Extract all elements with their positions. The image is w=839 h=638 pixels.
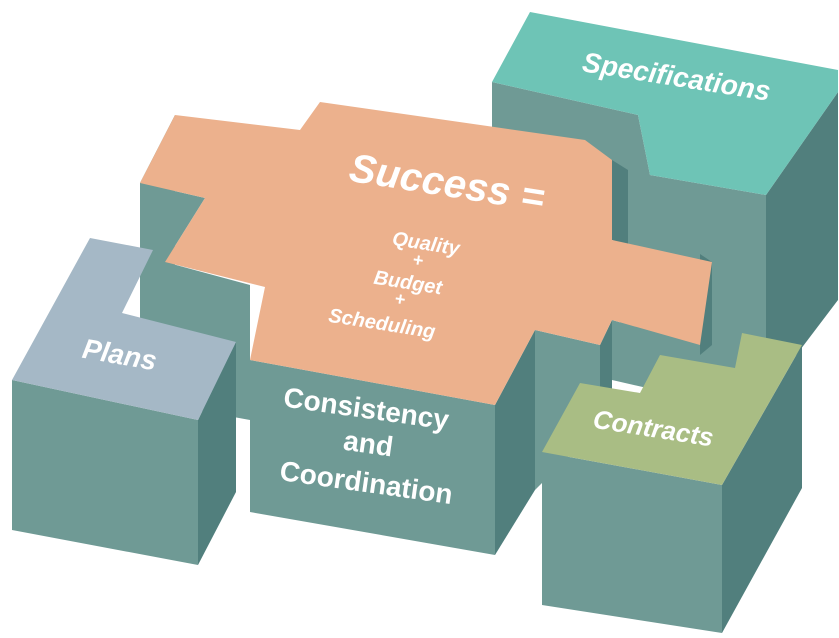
success-block: Success = Quality + Budget + Scheduling …: [140, 102, 712, 555]
specifications-side-face: [766, 92, 838, 395]
plans-top-face: [12, 238, 236, 420]
consistency-line-2: and: [342, 425, 396, 463]
success-item-plus-1: +: [411, 249, 425, 270]
success-item-plus-2: +: [393, 288, 407, 309]
contracts-side-face: [722, 345, 802, 633]
success-front-face: [250, 360, 495, 555]
contracts-block: Contracts: [542, 333, 802, 633]
plans-side-face: [198, 342, 236, 565]
plans-front-face: [12, 380, 198, 565]
plans-block: Plans: [12, 238, 236, 565]
specifications-top-face: [492, 12, 838, 195]
contracts-front-face: [542, 452, 722, 633]
contracts-top-face: [542, 333, 802, 485]
success-top-face: [140, 102, 712, 405]
success-right-wall: [612, 160, 628, 245]
